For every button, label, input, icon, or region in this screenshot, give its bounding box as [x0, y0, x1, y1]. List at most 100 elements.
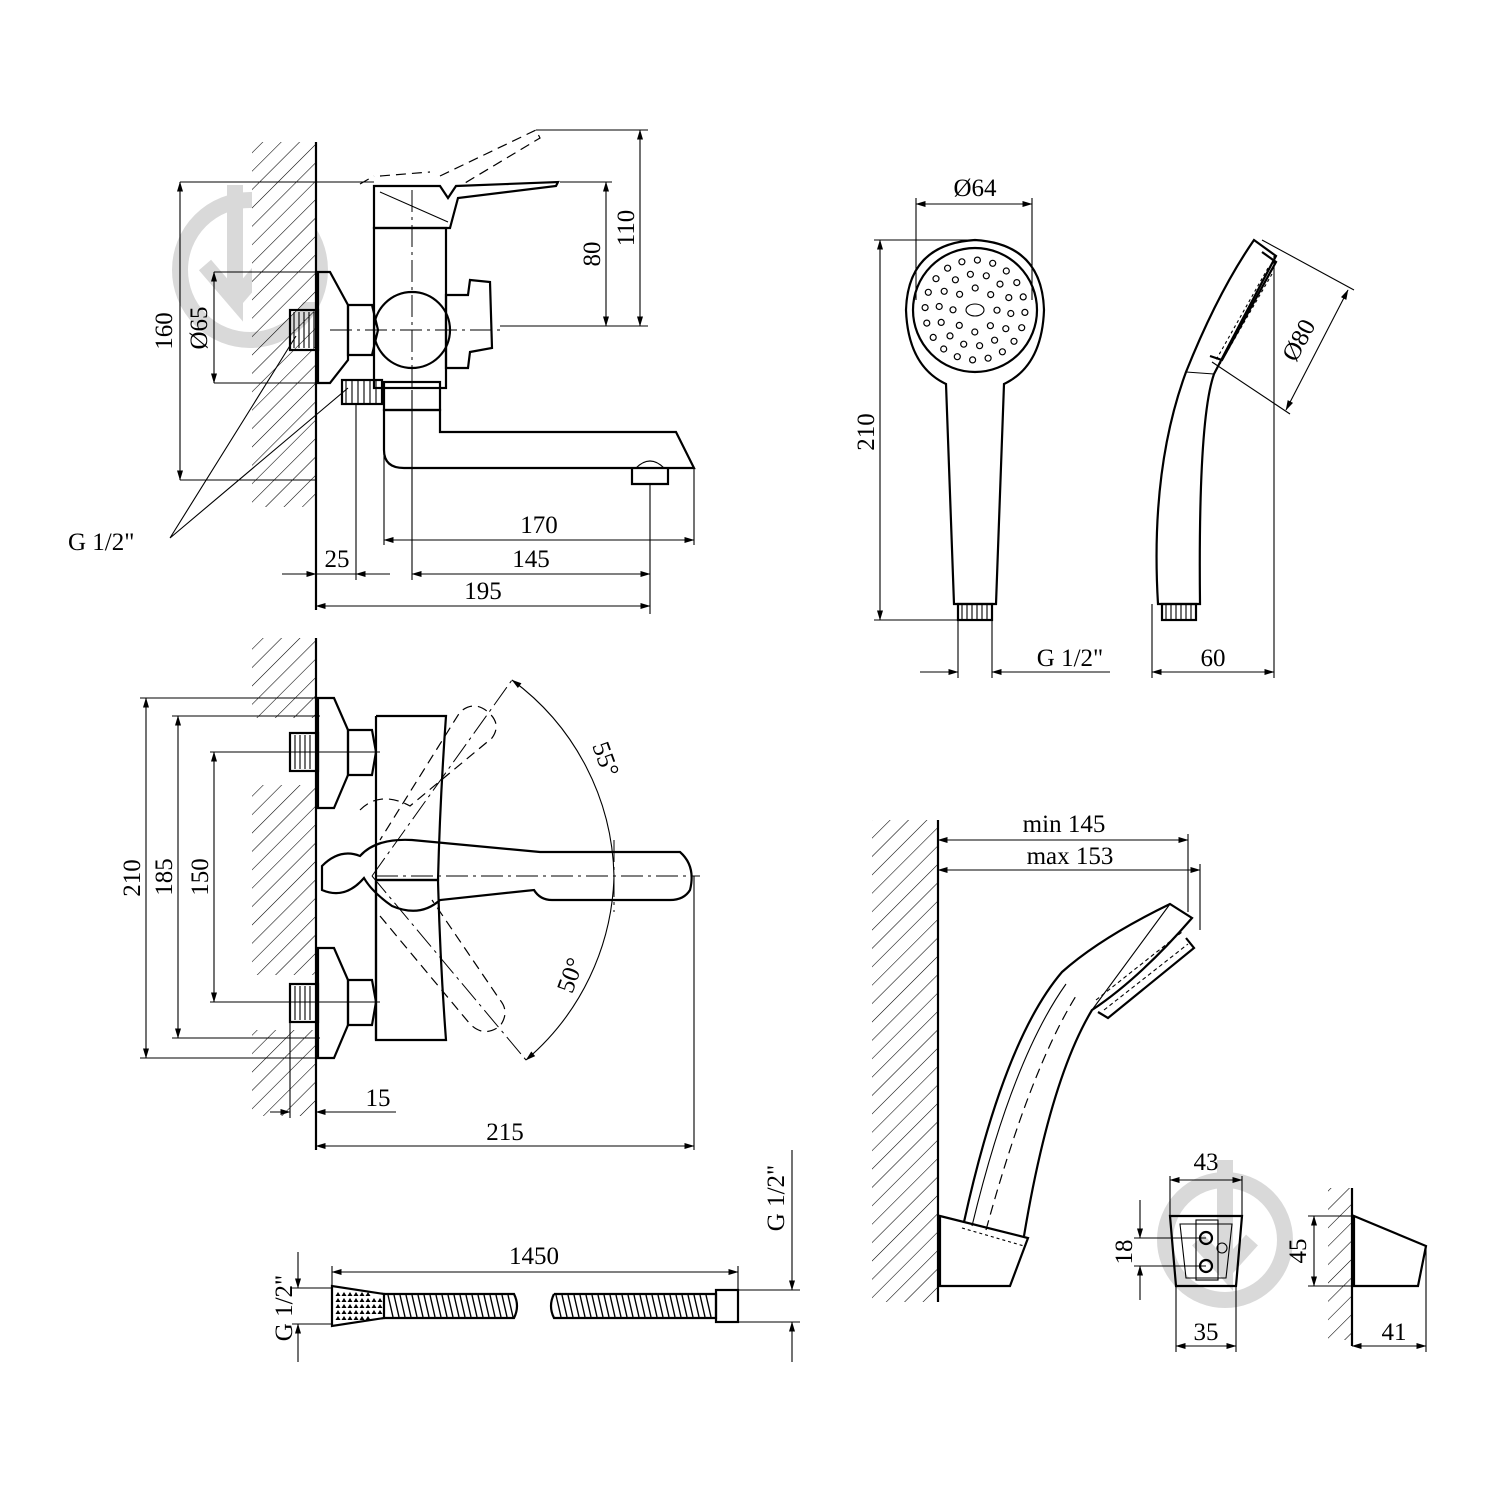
- knurl-mark: [371, 1298, 377, 1302]
- hose-segment-right: [549, 1292, 718, 1320]
- hose-coil-turn: [705, 1294, 712, 1318]
- spray-nozzle: [998, 348, 1007, 356]
- hose-coil-turn: [573, 1294, 580, 1318]
- cone-knurling: [335, 1292, 383, 1320]
- spray-nozzle: [946, 332, 954, 340]
- spray-nozzle: [921, 304, 929, 312]
- hose-coil-turn: [555, 1294, 562, 1318]
- hose-coil-turn: [435, 1294, 442, 1318]
- spray-nozzle: [953, 353, 961, 361]
- hose-coil-turn: [441, 1294, 448, 1318]
- dim-25: 25: [325, 546, 350, 573]
- spray-nozzle: [960, 340, 968, 348]
- dim-170: 170: [520, 512, 558, 539]
- hose-segment-left: [384, 1292, 519, 1320]
- lever-rotated-left: [359, 705, 497, 841]
- hose-coil-right: [555, 1294, 712, 1318]
- knurl-mark: [371, 1304, 377, 1308]
- knurl-mark: [365, 1304, 371, 1308]
- spray-nozzle: [943, 264, 952, 272]
- knurl-mark: [359, 1316, 365, 1320]
- knurl-mark: [377, 1304, 383, 1308]
- hose-coil-turn: [507, 1294, 514, 1318]
- lever-raised-position: [439, 129, 541, 187]
- hose-coil-turn: [663, 1294, 670, 1318]
- hose-coil-turn: [669, 1294, 676, 1318]
- knurl-mark: [359, 1310, 365, 1314]
- hose-coil-turn: [609, 1294, 616, 1318]
- spray-nozzle: [975, 342, 984, 350]
- knurl-mark: [341, 1316, 347, 1320]
- hose-coil-turn: [657, 1294, 664, 1318]
- hose-coil-turn: [399, 1294, 406, 1318]
- hose-coil-turn: [501, 1294, 508, 1318]
- knurl-mark: [335, 1316, 341, 1320]
- spray-nozzle: [973, 256, 982, 264]
- spray-nozzle: [940, 345, 948, 353]
- hose-coil-turn: [429, 1294, 436, 1318]
- top-flange-upper: [316, 696, 350, 810]
- angle-50: 50°: [552, 954, 589, 996]
- spray-nozzle: [1005, 294, 1013, 302]
- spray-nozzle: [935, 302, 943, 311]
- hose-coil-left: [387, 1294, 514, 1318]
- spray-nozzle: [924, 288, 932, 296]
- hose-thread-left: G 1/2": [271, 1275, 298, 1341]
- dim-top-150: 150: [187, 858, 214, 896]
- spray-face: [911, 246, 1039, 374]
- hose-coil-turn: [639, 1294, 646, 1318]
- mixer-side-dimensions: 160 Ø65 80 110 170 25 145 195: [68, 129, 695, 614]
- hand-shower-front: [904, 238, 1046, 622]
- holder-bracket-front: [1168, 1214, 1244, 1288]
- holder-bracket-front-dimensions: 43 18 35: [1111, 1149, 1243, 1352]
- knurl-mark: [347, 1310, 353, 1314]
- knurl-mark: [335, 1298, 341, 1302]
- dim-110: 110: [613, 210, 640, 247]
- dim-60: 60: [1201, 645, 1226, 672]
- knurl-mark: [353, 1310, 359, 1314]
- dim-top-210: 210: [119, 859, 146, 897]
- shower-head-outline: [904, 238, 1046, 606]
- spray-nozzle: [968, 356, 977, 364]
- knurl-mark: [341, 1292, 347, 1296]
- hose-coil-turn: [477, 1294, 484, 1318]
- knurl-mark: [359, 1298, 365, 1302]
- knurl-mark: [347, 1298, 353, 1302]
- lower-thread: [340, 378, 384, 406]
- dim-top-185: 185: [151, 858, 178, 896]
- hose-coil-turn: [651, 1294, 658, 1318]
- holder-bracket-side-dimensions: 45 41: [1285, 1215, 1427, 1352]
- hose-coil-turn: [603, 1294, 610, 1318]
- spray-nozzle: [1002, 325, 1010, 333]
- hose-coil-turn: [645, 1294, 652, 1318]
- lever-top: [320, 838, 693, 912]
- shower-in-holder: [962, 902, 1194, 1237]
- aerator: [630, 468, 670, 486]
- hose-coil-turn: [459, 1294, 466, 1318]
- lever-handle: [372, 180, 560, 230]
- knurl-mark: [371, 1310, 377, 1314]
- spray-nozzle: [986, 322, 995, 330]
- bracket-side-outline: [1352, 1214, 1428, 1288]
- spray-nozzle: [940, 287, 948, 295]
- dim-diameter-80: Ø80: [1277, 315, 1321, 366]
- knurl-mark: [335, 1292, 341, 1296]
- hose-coil-turn: [675, 1294, 682, 1318]
- mixer-top-view: [210, 638, 700, 1150]
- hose-dimensions: 1450 G 1/2" G 1/2": [271, 1150, 800, 1362]
- hose-coil-turn: [447, 1294, 454, 1318]
- dim-43: 43: [1194, 1149, 1219, 1176]
- knurl-mark: [365, 1292, 371, 1296]
- hose-coil-turn: [495, 1294, 502, 1318]
- eccentric-thread: [288, 308, 320, 352]
- dim-195: 195: [464, 578, 502, 605]
- dim-diameter-65: Ø65: [186, 306, 213, 349]
- wall-bracket: [938, 1214, 1030, 1288]
- valve-body: [372, 226, 448, 390]
- hose-coil-turn: [465, 1294, 472, 1318]
- spray-nozzle: [971, 284, 979, 292]
- spray-nozzle: [951, 276, 960, 284]
- spray-nozzle: [1002, 267, 1010, 275]
- spray-nozzle: [932, 275, 940, 283]
